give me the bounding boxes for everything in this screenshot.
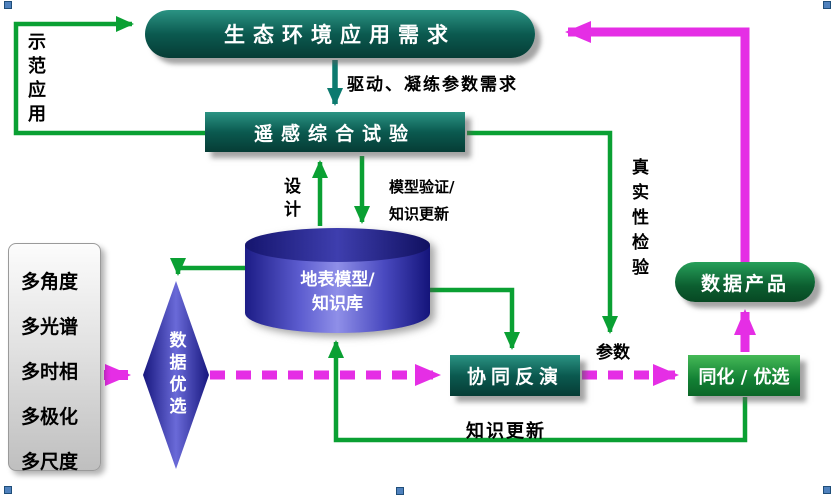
label-drive-refine: 驱动、凝练参数需求	[347, 75, 518, 95]
arrow-demo-feedback	[13, 16, 207, 136]
node-data-product: 数据产品	[675, 262, 815, 302]
selection-handle-bottom-right[interactable]	[823, 486, 831, 494]
node-data-sources: 多角度 多光谱 多时相 多极化 多尺度	[8, 243, 101, 473]
node-rs-experiment-label: 遥感综合试验	[253, 122, 416, 145]
node-eco-demand: 生态环境应用需求	[145, 10, 535, 58]
data-source-item: 多极化	[21, 406, 79, 428]
data-source-item: 多光谱	[21, 316, 79, 338]
label-design: 设计	[280, 177, 300, 223]
arrow-knowledge-update-feedback	[328, 340, 748, 443]
selection-handle-bottom-left[interactable]	[4, 486, 12, 494]
selection-handle-bottom-center[interactable]	[396, 487, 404, 495]
node-assimilation: 同化 / 优选	[688, 355, 800, 396]
node-assimilation-label: 同化 / 优选	[698, 366, 790, 388]
knowledge-base-line1: 地表模型/	[300, 270, 375, 290]
node-knowledge-base: 地表模型/ 知识库	[245, 228, 430, 333]
arrow-kb-to-selection	[170, 258, 246, 276]
selection-handle-top-right[interactable]	[823, 1, 831, 9]
node-collaborative-inversion: 协同反演	[450, 355, 580, 396]
cylinder-top	[245, 228, 430, 262]
label-parameter: 参数	[596, 343, 630, 363]
label-model-validation-2: 知识更新	[389, 205, 450, 223]
data-source-item: 多尺度	[21, 451, 79, 473]
label-authenticity-check: 真实性检验	[628, 158, 648, 283]
label-knowledge-update: 知识更新	[466, 421, 546, 442]
node-eco-demand-label: 生态环境应用需求	[224, 23, 456, 47]
selection-handle-top-left[interactable]	[4, 1, 12, 9]
arrow-kb-to-inversion	[430, 287, 520, 350]
node-knowledge-base-label: 地表模型/ 知识库	[245, 268, 430, 316]
node-data-selection-label: 数据优选	[165, 331, 186, 419]
data-source-item: 多角度	[21, 271, 79, 293]
label-demo-application: 示范应用	[25, 32, 46, 128]
knowledge-base-line2: 知识库	[312, 294, 363, 314]
arrow-authenticity-check	[467, 130, 618, 334]
label-model-validation-1: 模型验证/	[389, 178, 455, 196]
node-collaborative-inversion-label: 协同反演	[466, 366, 563, 388]
arrow-product-to-demand	[565, 21, 750, 262]
node-data-product-label: 数据产品	[700, 272, 789, 295]
node-rs-experiment: 遥感综合试验	[205, 112, 465, 152]
data-source-item: 多时相	[21, 361, 79, 383]
